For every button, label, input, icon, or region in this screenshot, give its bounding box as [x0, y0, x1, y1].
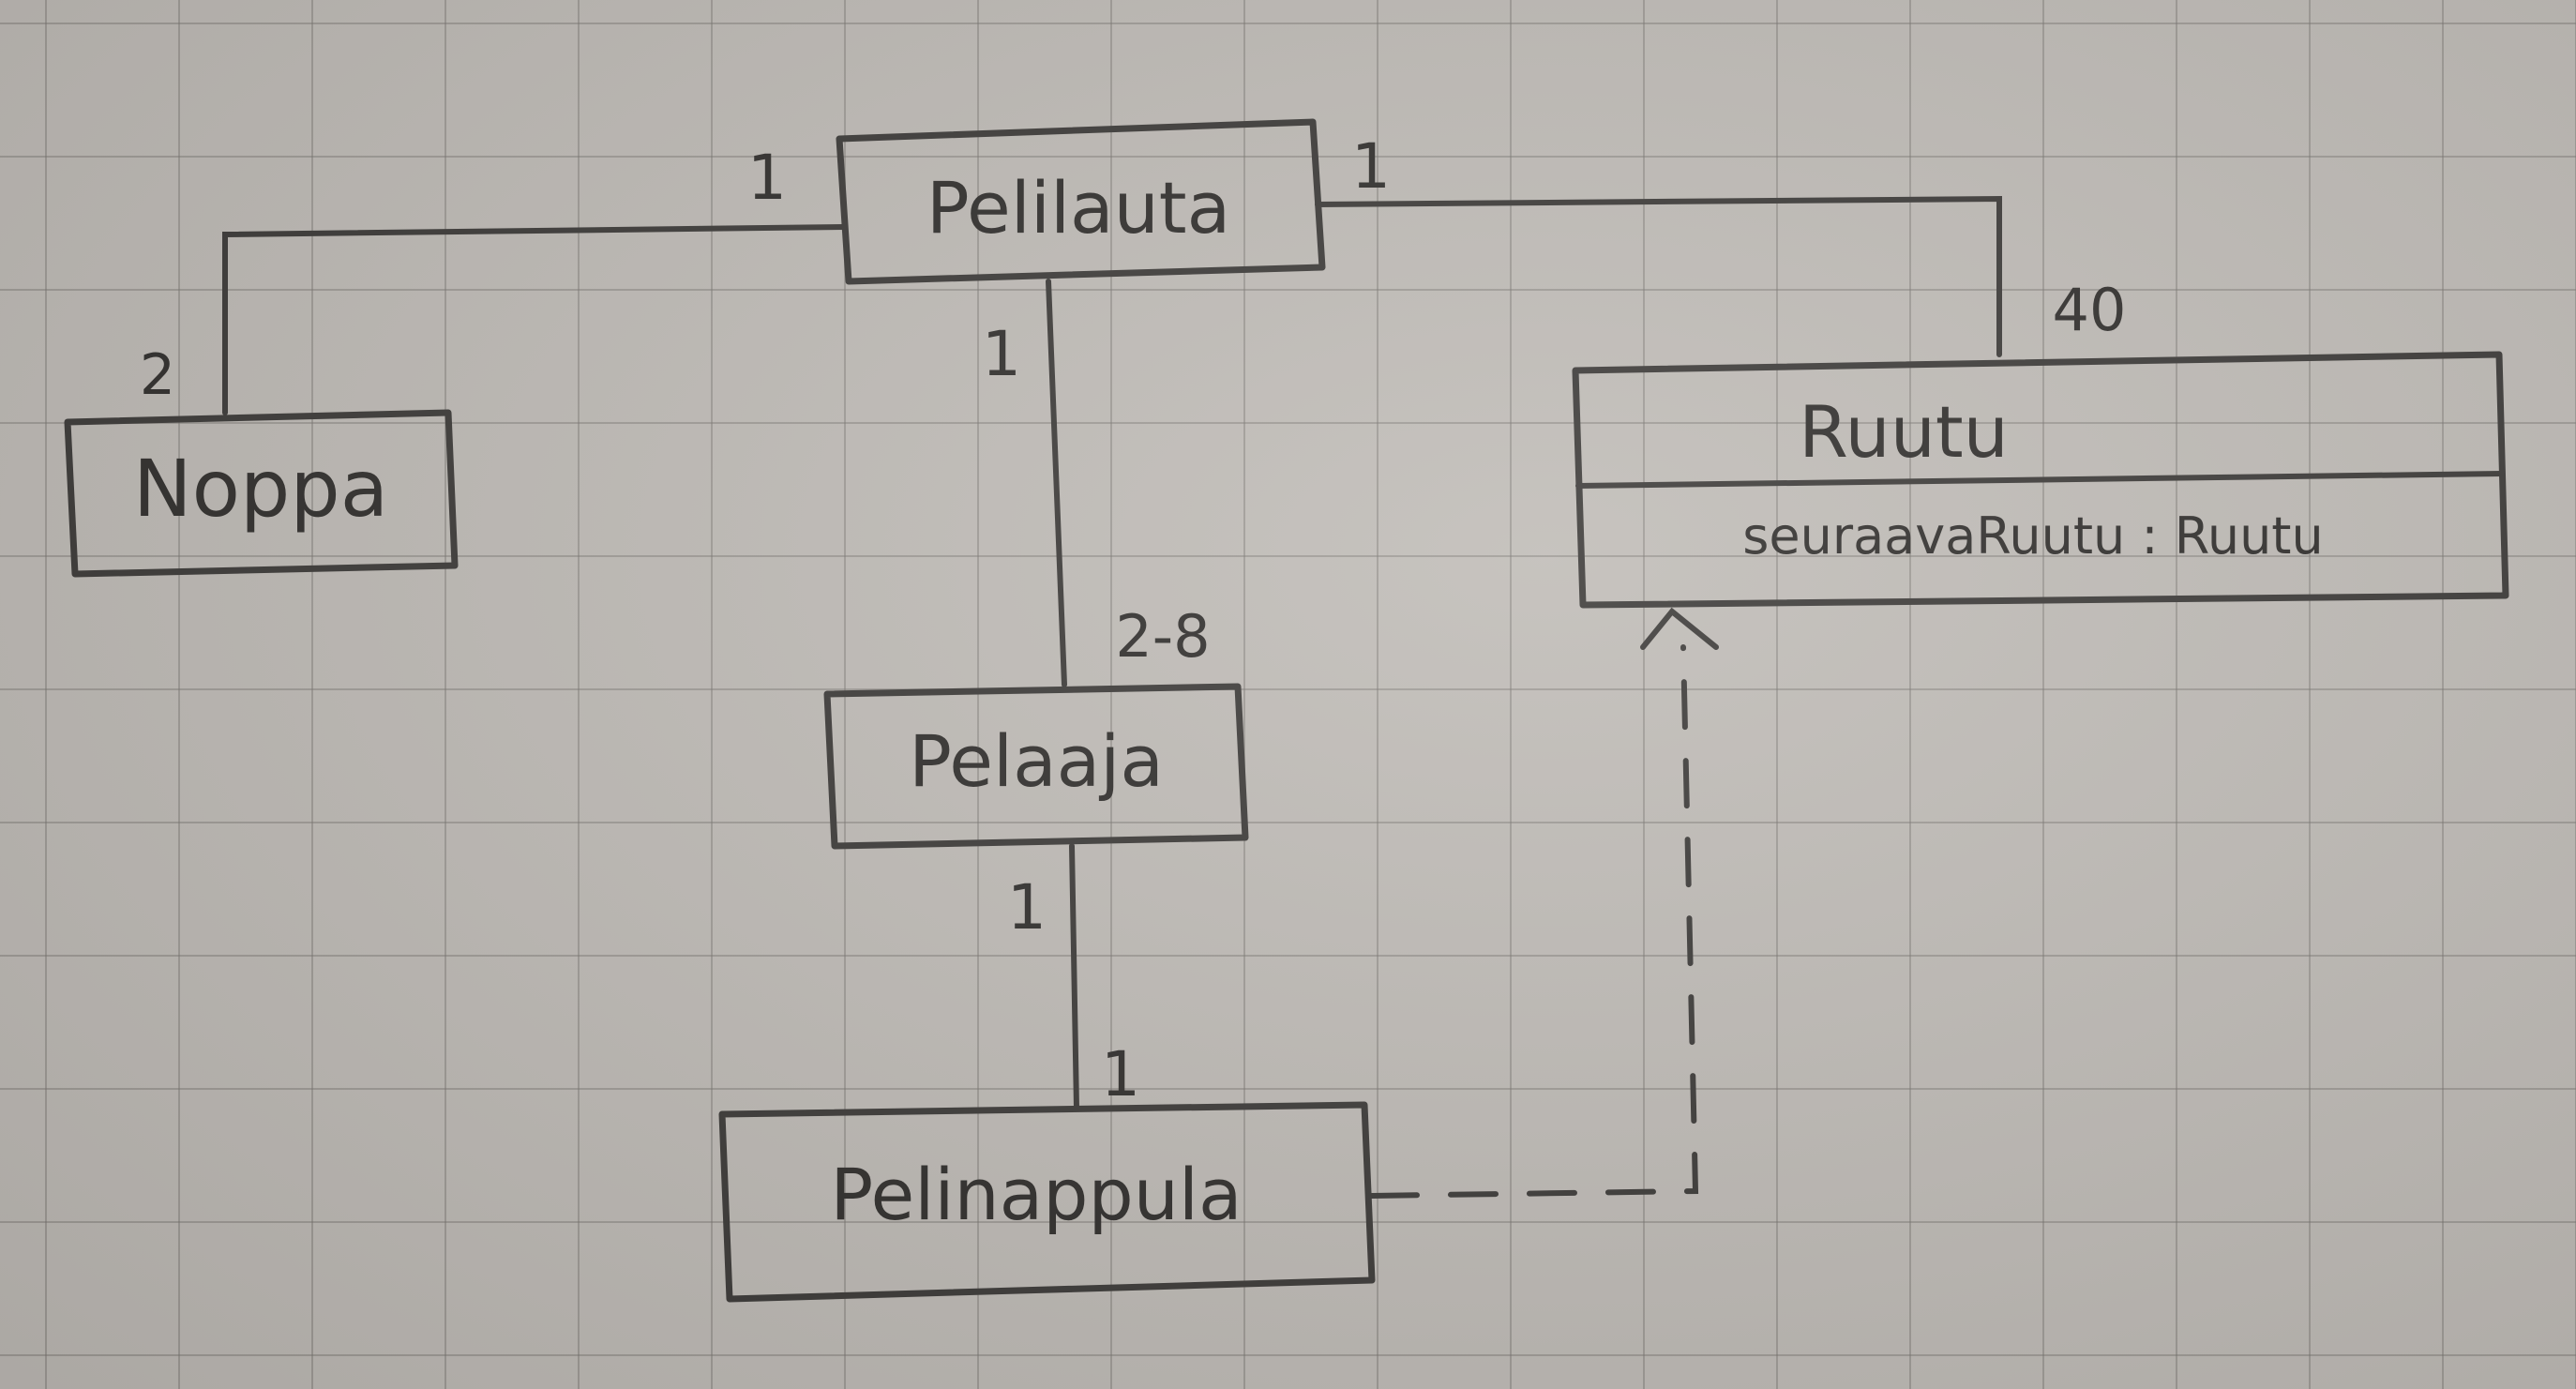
multiplicity-pelilauta-ruutu-square: 40 [2053, 276, 2127, 344]
class-name-noppa: Noppa [133, 443, 388, 535]
class-name-pelinappula: Pelinappula [830, 1153, 1242, 1236]
class-noppa: Noppa [64, 409, 459, 578]
dependency-pelinappula-ruutu [1369, 644, 1699, 1199]
multiplicity-pelilauta-noppa-board: 1 [747, 142, 787, 214]
ruutu-compartment-divider [1575, 471, 2505, 489]
multiplicity-pelilauta-pelaaja-player: 2-8 [1115, 602, 1210, 671]
association-pelilauta-pelaaja [1046, 279, 1067, 687]
class-ruutu: Ruutu seuraavaRuutu : Ruutu [1572, 351, 2509, 609]
multiplicity-pelaaja-pelinappula-player: 1 [1007, 871, 1047, 944]
attribute-seuraava-ruutu: seuraavaRuutu : Ruutu [1742, 506, 2323, 566]
multiplicity-pelilauta-pelaaja-board: 1 [982, 318, 1021, 390]
multiplicity-pelilauta-ruutu-board: 1 [1351, 130, 1391, 203]
class-pelinappula: Pelinappula [718, 1101, 1376, 1303]
dependency-arrowhead [1640, 607, 1719, 650]
association-pelaaja-pelinappula [1069, 843, 1079, 1111]
class-pelaaja: Pelaaja [823, 683, 1249, 850]
class-pelilauta: Pelilauta [836, 118, 1326, 285]
multiplicity-pelaaja-pelinappula-piece: 1 [1101, 1038, 1140, 1110]
association-pelilauta-ruutu [1315, 195, 2002, 357]
class-name-pelilauta: Pelilauta [926, 166, 1230, 249]
multiplicity-pelilauta-noppa-die: 2 [140, 342, 175, 408]
class-name-ruutu: Ruutu [1799, 390, 2009, 474]
class-name-pelaaja: Pelaaja [909, 719, 1164, 803]
association-pelilauta-noppa [222, 224, 847, 415]
